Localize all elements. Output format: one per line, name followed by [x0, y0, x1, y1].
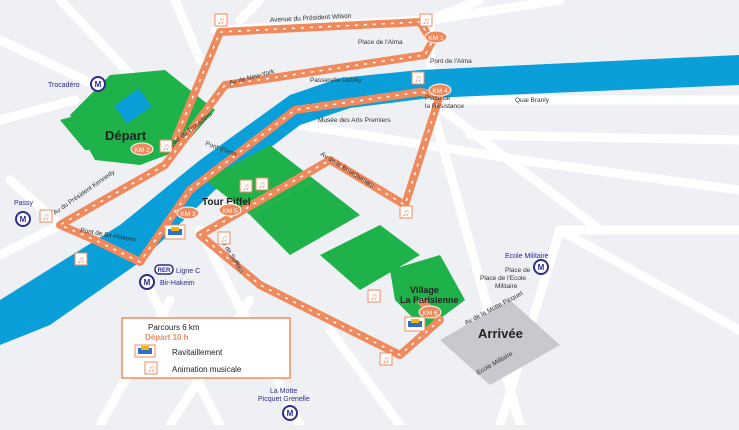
- metro-passy[interactable]: M Passy: [14, 200, 34, 227]
- label-place-ecole-militaire-1: Place de: [505, 267, 531, 274]
- svg-text:♫: ♫: [382, 355, 390, 366]
- music-note-icon: ♫: [399, 205, 413, 219]
- label-tour-eiffel: Tour Eiffel: [202, 197, 251, 208]
- music-note-icon: ♫: [74, 252, 88, 266]
- finish-area: [440, 300, 560, 385]
- label-la-motte-picquet-1: La Motte: [270, 388, 297, 395]
- label-village-2: La Parisienne: [400, 295, 459, 305]
- music-note-icon: ♫: [411, 71, 425, 85]
- svg-text:♫: ♫: [258, 180, 266, 191]
- music-note-icon: ♫: [159, 139, 173, 153]
- music-note-icon: ♫: [367, 289, 381, 303]
- refreshment-icon: [404, 316, 426, 332]
- label-place-ecole-militaire-2: Place de l'Ecole: [480, 275, 526, 282]
- svg-text:♫: ♫: [242, 182, 250, 193]
- svg-text:♫: ♫: [402, 208, 410, 219]
- label-passerelle-debilly: Passerelle Debilly: [310, 77, 362, 84]
- legend-depart-time: Départ 10 h: [145, 333, 189, 342]
- seine-river: [0, 55, 739, 345]
- label-avenue-wilson: Avenue du Président Wilson: [270, 13, 352, 24]
- eiffel-base: [240, 150, 285, 185]
- svg-text:♫: ♫: [422, 16, 430, 27]
- label-pont-alma: Pont de l'Alma: [430, 58, 472, 65]
- label-ecole-militaire-station: Ecole Militaire: [505, 253, 549, 260]
- refreshment-icon: [164, 224, 186, 240]
- village-park: [390, 255, 465, 330]
- music-note-icon: ♫: [39, 209, 53, 223]
- km-marker-4: KM 4: [428, 83, 452, 97]
- legend-ravitaillement: Ravitaillement: [172, 348, 223, 357]
- label-musee: Musée des Arts Premiers: [318, 117, 391, 124]
- svg-text:M: M: [20, 215, 27, 224]
- trocadero-fountain: [114, 88, 152, 124]
- svg-text:♫: ♫: [77, 255, 85, 266]
- label-arrivee: Arrivée: [478, 326, 523, 341]
- svg-text:M: M: [144, 278, 151, 287]
- champ-de-mars-south: [320, 225, 420, 290]
- svg-text:♫: ♫: [162, 142, 170, 153]
- svg-text:♫: ♫: [147, 364, 155, 375]
- label-place-ecole-militaire-3: Militaire: [495, 283, 518, 290]
- metro-ecole-militaire[interactable]: M Ecole Militaire: [505, 253, 549, 275]
- svg-text:KM 3: KM 3: [180, 211, 196, 218]
- legend-parcours: Parcours 6 km: [148, 323, 200, 332]
- label-place-resistance-1: Place de: [425, 95, 451, 102]
- km-marker-6: KM 6: [418, 305, 442, 319]
- rer-icon: RER: [158, 268, 171, 274]
- music-note-icon: ♫: [379, 352, 393, 366]
- svg-text:♫: ♫: [370, 292, 378, 303]
- refreshment-icons: [164, 224, 426, 332]
- metro-la-motte-picquet[interactable]: M La Motte Picquet Grenelle: [258, 388, 310, 421]
- music-note-icon: ♫: [255, 177, 269, 191]
- svg-text:♫: ♫: [42, 212, 50, 223]
- label-depart: Départ: [105, 128, 147, 143]
- svg-text:KM 5: KM 5: [222, 208, 238, 215]
- metro-bir-hakeim[interactable]: RER Ligne C M Bir-Hakeim: [139, 264, 200, 290]
- svg-text:♫: ♫: [414, 74, 422, 85]
- music-note-icon: ♫: [419, 13, 433, 27]
- label-place-resistance-2: la Résistance: [425, 103, 464, 110]
- label-place-alma: Place de l'Alma: [358, 39, 403, 46]
- label-trocadero: Trocadéro: [48, 82, 80, 89]
- label-passy: Passy: [14, 200, 34, 207]
- label-village-1: Village: [410, 285, 439, 295]
- svg-text:M: M: [287, 409, 294, 418]
- metro-trocadero[interactable]: M Trocadéro: [48, 76, 106, 92]
- km-marker-2: KM 2: [130, 142, 154, 156]
- label-bir-hakeim: Bir-Hakeim: [160, 280, 195, 287]
- legend-animation: Animation musicale: [172, 365, 242, 374]
- music-note-icon: ♫: [144, 361, 158, 375]
- svg-text:♫: ♫: [220, 234, 228, 245]
- music-note-icon: ♫: [214, 13, 228, 27]
- music-note-icon: ♫: [239, 179, 253, 193]
- km-marker-1: KM 1: [424, 30, 448, 44]
- label-quai-branly: Quai Branly: [515, 97, 550, 104]
- svg-text:M: M: [538, 263, 545, 272]
- route-direction: [58, 21, 442, 356]
- svg-text:KM 6: KM 6: [422, 310, 438, 317]
- km-marker-5: KM 5: [218, 203, 242, 217]
- champ-de-mars-middle: [250, 180, 360, 255]
- legend: Parcours 6 km Départ 10 h Ravitaillement…: [121, 317, 291, 379]
- music-note-icon: ♫: [217, 231, 231, 245]
- label-la-motte-picquet-2: Picquet Grenelle: [258, 396, 310, 403]
- metro-stations: M Trocadéro M Passy RER Ligne C M Bir-Ha…: [14, 76, 549, 421]
- refreshment-icon: [134, 344, 156, 358]
- music-icons: ♫ ♫ ♫ ♫ ♫ ♫ ♫ ♫ ♫ ♫ ♫ ♫: [39, 13, 433, 366]
- svg-text:KM 1: KM 1: [428, 35, 444, 42]
- km-markers: KM 1 KM 2 KM 3 KM 4 KM 5 KM 6: [130, 30, 452, 319]
- svg-text:M: M: [95, 80, 102, 89]
- svg-text:KM 4: KM 4: [432, 88, 448, 95]
- label-rer-ligne-c: Ligne C: [176, 268, 200, 275]
- trocadero-gardens-west: [60, 110, 120, 150]
- svg-text:♫: ♫: [217, 16, 225, 27]
- km-marker-3: KM 3: [176, 206, 200, 220]
- svg-text:KM 2: KM 2: [134, 147, 150, 154]
